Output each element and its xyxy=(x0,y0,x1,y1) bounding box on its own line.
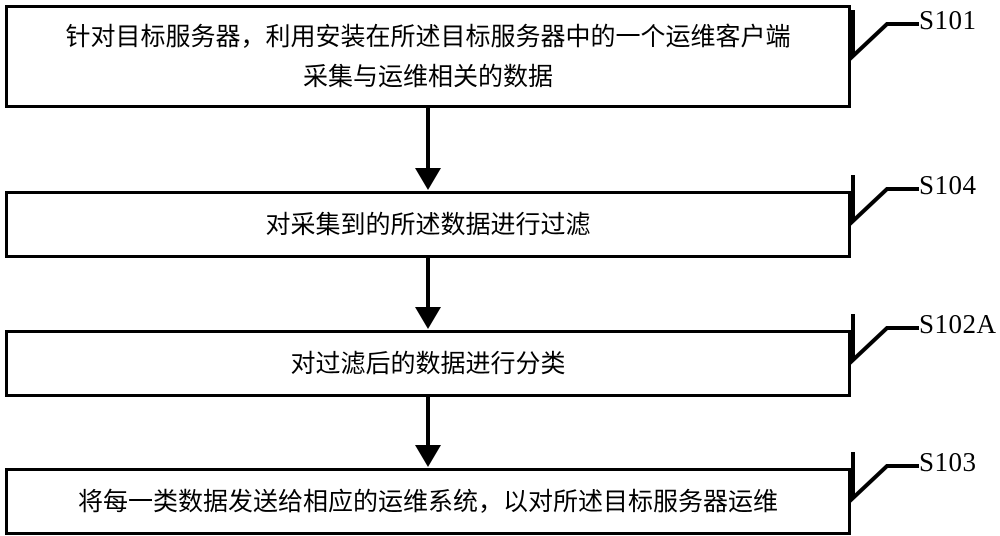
leader-line-s101 xyxy=(851,8,926,68)
connector-line-s102a-s103 xyxy=(426,397,430,446)
flowchart-node-s102a: 对过滤后的数据进行分类 xyxy=(5,330,851,397)
leader-line-s102a xyxy=(851,312,926,372)
step-number-s101: S101 xyxy=(919,5,977,35)
arrow-head-s101-s104 xyxy=(415,168,441,190)
flowchart-node-s104: 对采集到的所述数据进行过滤 xyxy=(5,191,851,258)
step-number-s102a: S102A xyxy=(919,309,997,339)
flowchart-node-s102a-text: 对过滤后的数据进行分类 xyxy=(290,348,566,378)
step-number-s104: S104 xyxy=(919,170,977,200)
arrow-head-s102a-s103 xyxy=(415,445,441,467)
step-number-s103: S103 xyxy=(919,447,977,477)
flowchart-node-s101: 针对目标服务器，利用安装在所述目标服务器中的一个运维客户端 采集与运维相关的数据 xyxy=(5,5,851,108)
flowchart-node-s103-text: 将每一类数据发送给相应的运维系统，以对所述目标服务器运维 xyxy=(77,486,778,516)
arrow-head-s104-s102a xyxy=(415,307,441,329)
connector-line-s104-s102a xyxy=(426,258,430,308)
flowchart-node-s101-text: 针对目标服务器，利用安装在所述目标服务器中的一个运维客户端 采集与运维相关的数据 xyxy=(65,21,791,91)
leader-line-s104 xyxy=(851,173,926,233)
leader-line-s103 xyxy=(851,450,926,510)
connector-line-s101-s104 xyxy=(426,108,430,170)
flowchart-node-s104-text: 对采集到的所述数据进行过滤 xyxy=(265,209,591,239)
flowchart-node-s103: 将每一类数据发送给相应的运维系统，以对所述目标服务器运维 xyxy=(5,468,851,535)
